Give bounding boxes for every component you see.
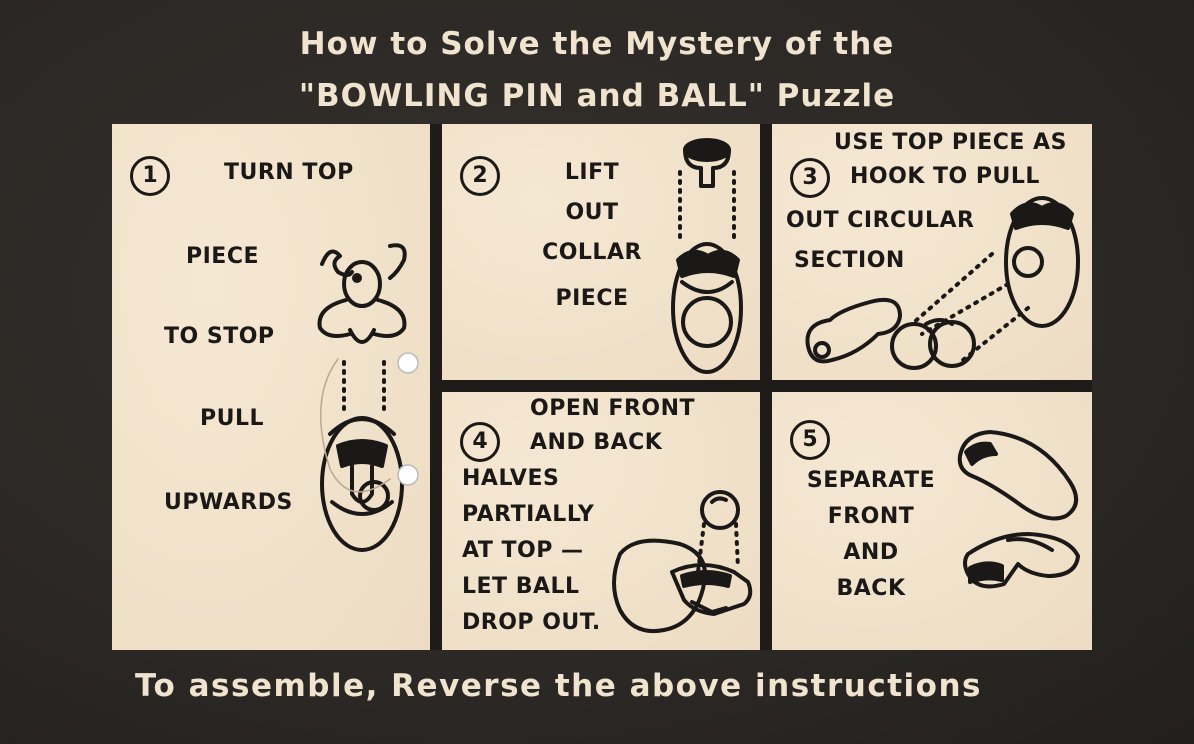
step-1-panel: 1 TURN TOP PIECE TO STOP PULL UPWARDS — [112, 124, 430, 650]
step-1-text-2: PIECE — [186, 244, 260, 269]
step-5-text-2: FRONT — [827, 504, 915, 529]
step-5-panel: 5 SEPARATE FRONT AND BACK — [772, 392, 1092, 650]
step-4-text-5: AT TOP — — [462, 538, 584, 563]
step-1-number: 1 — [130, 156, 170, 196]
bowling-pin-top-turn-icon — [317, 243, 407, 552]
hook-pull-icon — [805, 196, 1080, 370]
step-2-text-4: PIECE — [555, 286, 629, 311]
step-3-text-2: HOOK TO PULL — [850, 164, 1040, 189]
step-4-number: 4 — [460, 422, 500, 462]
step-2-number: 2 — [460, 156, 500, 196]
step-5-text-4: BACK — [836, 576, 906, 601]
step-4-text-1: OPEN FRONT — [530, 396, 696, 421]
step-1-text-1: TURN TOP — [224, 160, 354, 185]
steps-grid: 1 TURN TOP PIECE TO STOP PULL UPWARDS — [112, 124, 1092, 650]
step-4-panel: OPEN FRONT 4 AND BACK HALVES PARTIALLY A… — [442, 392, 760, 650]
step-4-text-4: PARTIALLY — [462, 502, 595, 527]
step-3-text-4: SECTION — [794, 248, 905, 273]
step-2-text-3: COLLAR — [542, 240, 642, 265]
step-1-text-3: TO STOP — [164, 324, 275, 349]
step-5-number: 5 — [790, 420, 830, 460]
step-4-text-6: LET BALL — [462, 574, 580, 599]
footer-instruction: To assemble, Reverse the above instructi… — [135, 668, 982, 704]
step-5-text-1: SEPARATE — [806, 468, 936, 493]
step-3-number: 3 — [790, 158, 830, 198]
open-halves-ball-icon — [612, 490, 753, 633]
step-2-text-2: OUT — [565, 200, 619, 225]
step-2-panel: 2 LIFT OUT COLLAR PIECE — [442, 124, 760, 380]
step-4-text-7: DROP OUT. — [462, 610, 601, 635]
step-3-text-1: USE TOP PIECE AS — [834, 130, 1067, 155]
title-line-1: How to Solve the Mystery of the — [299, 26, 895, 62]
step-2-text-1: LIFT — [564, 160, 620, 185]
step-1-text-4: PULL — [200, 406, 265, 431]
step-3-panel: USE TOP PIECE AS 3 HOOK TO PULL OUT CIRC… — [772, 124, 1092, 380]
collar-lift-icon — [671, 138, 743, 374]
step-4-text-3: HALVES — [462, 466, 560, 491]
pin-cutout-shape — [319, 352, 419, 493]
step-5-text-3: AND — [843, 540, 899, 565]
title-line-2: "BOWLING PIN and BALL" Puzzle — [298, 78, 896, 114]
step-1-text-5: UPWARDS — [164, 490, 293, 515]
step-4-text-2: AND BACK — [530, 430, 663, 455]
step-3-text-3: OUT CIRCULAR — [786, 208, 975, 233]
separate-halves-icon — [957, 430, 1080, 589]
